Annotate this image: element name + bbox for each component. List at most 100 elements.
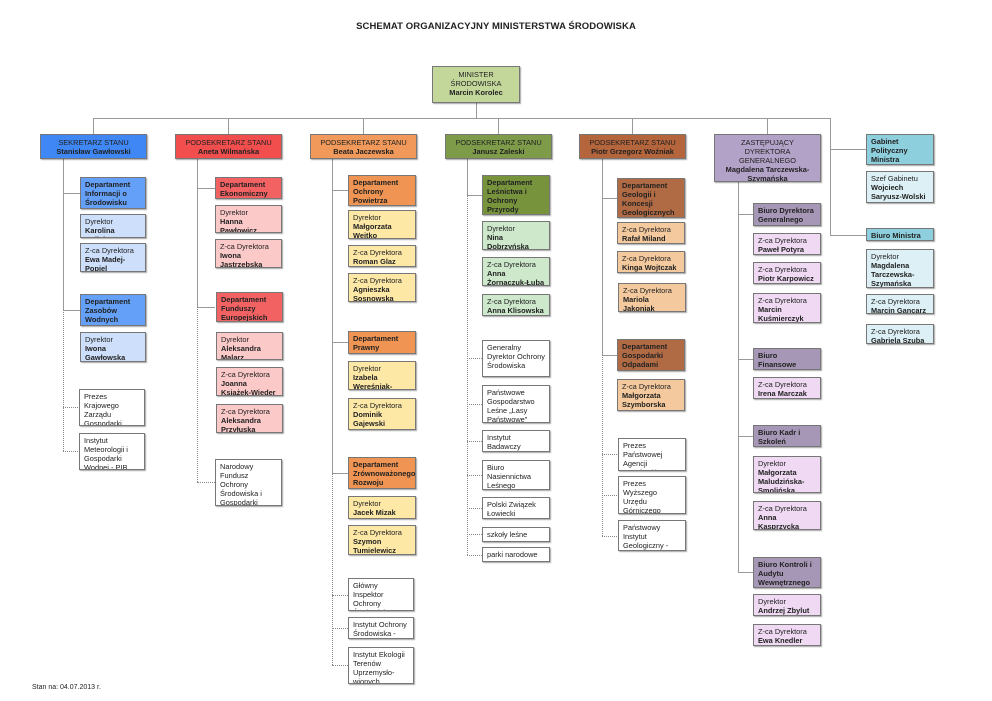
department-box: Biuro Ministra [866,228,934,241]
institution-box: Generalny Dyrektor Ochrony Środowiska [482,340,550,377]
institution-box: Instytut Badawczy Leśnictwa [482,430,550,452]
box-label: Z-ca Dyrektora [758,265,807,274]
connector-line [363,118,364,134]
box-label: Z-ca Dyrektora [353,528,402,537]
box-label: PODSEKRETARZ STANU [185,138,272,147]
box-label: Z-ca Dyrektora [622,254,671,263]
institution-box: Biuro Nasiennictwa Leśnego [482,460,550,490]
box-name: Departament Zrównoważonego Rozwoju [353,460,416,487]
connector-line [93,118,831,119]
box-label: Z-ca Dyrektora [353,248,402,257]
box-name: Małgorzata Maludzińska-Smolińska [758,468,805,493]
box-label: Z-ca Dyrektora [221,370,270,379]
institution-box: Polski Związek Łowiecki [482,497,550,519]
connector-line [830,149,866,150]
box-label: Państwowy Instytut Geologiczny - PIB [623,523,669,550]
connector-line [498,118,499,134]
box-label: Z-ca Dyrektora [758,504,807,513]
department-box: Departament Ekonomiczny [215,177,282,199]
box-label: Z-ca Dyrektora [353,401,402,410]
box-label: PODSEKRETARZ STANU [320,138,407,147]
box-name: Departament Gospodarki Odpadami [622,342,668,369]
box-label: Z-ca Dyrektora [353,276,402,285]
connector-line [332,190,348,191]
department-box: Departament Informacji o Środowisku [80,177,146,209]
box-label: Z-ca Dyrektora [85,246,134,255]
box-name: Aneta Wilmańska [197,147,260,156]
box-name: Małgorzata Szymborska [622,391,666,409]
connector-line [738,436,753,437]
connector-line [197,307,215,308]
box-name: Departament Prawny [353,334,399,352]
institution-box: Główny Inspektor Ochrony Środowiska [348,578,414,611]
connector-line [63,159,64,310]
box-name: Irena Marczak [758,389,807,398]
box-name: Gabriela Szuba [871,336,925,344]
box-name: Beata Jaczewska [333,147,394,156]
box-label: Dyrektor [758,459,786,468]
box-name: Wojciech Saryusz-Wolski [871,183,926,201]
box-label: PODSEKRETARZ STANU [455,138,542,147]
connector-line [63,310,80,311]
box-name: Gabinet Polityczny Ministra [871,137,908,164]
box-label: Dyrektor [85,217,113,226]
box-name: Szymon Tumielewicz [353,537,396,555]
box-label: Narodowy Fundusz Ochrony Środowiska i Go… [220,462,262,506]
box-label: Prezes Państwowej Agencji Atomistyki [623,441,663,470]
dotted-connector [63,407,80,408]
box-label: Dyrektor [221,335,249,344]
box-name: Anna Klisowska [487,306,544,315]
institution-box: Instytut Ochrony Środowiska - PIB [348,617,414,639]
box-name: Departament Zasobów Wodnych [85,297,131,324]
box-label: Dyrektor [220,208,248,217]
box-name: Departament Funduszy Europejskich [221,295,268,322]
box-name: Mariola Jakoniak [623,295,655,312]
dotted-connector [602,495,617,496]
department-box: Departament Prawny [348,331,416,354]
institution-box: szkoły leśne [482,527,550,542]
dotted-connector [467,358,482,359]
department-box: Gabinet Polityczny Ministra [866,134,934,165]
chart-title: SCHEMAT ORGANIZACYJNY MINISTERSTWA ŚRODO… [356,21,636,32]
connector-line [602,355,617,356]
connector-line [332,342,348,343]
dotted-connector [467,508,482,509]
dotted-connector [467,195,468,555]
box-name: Marcin Korolec [449,88,503,97]
connector-line [738,214,753,215]
box-name: Agnieszka Sosnowska [353,285,394,302]
box-label: PODSEKRETARZ STANU [589,138,676,147]
box-name: Biuro Kontroli i Audytu Wewnętrznego [758,560,812,587]
institution-box: Państwowy Instytut Geologiczny - PIB [618,520,686,551]
box-label: Z-ca Dyrektora [487,297,536,306]
connector-line [738,182,739,572]
dotted-connector [602,536,617,537]
box-label: Państwowe Gospodarstwo Leśne „Lasy Państ… [487,388,535,423]
box-label: Biuro Nasiennictwa Leśnego [487,463,531,490]
box-label: Z-ca Dyrektora [622,225,671,234]
box-name: Ewa Madej-Popiel [85,255,126,272]
dotted-connector [332,473,333,665]
connector-line [632,118,633,134]
department-box: Biuro Dyrektora Generalnego [753,203,821,226]
box-name: Anna Żornaczuk-Łuba [487,269,545,286]
box-name: Departament Informacji o Środowisku [85,180,131,207]
box-name: Iwona Jastrzębska [220,251,263,268]
box-label: Dyrektor [353,499,381,508]
